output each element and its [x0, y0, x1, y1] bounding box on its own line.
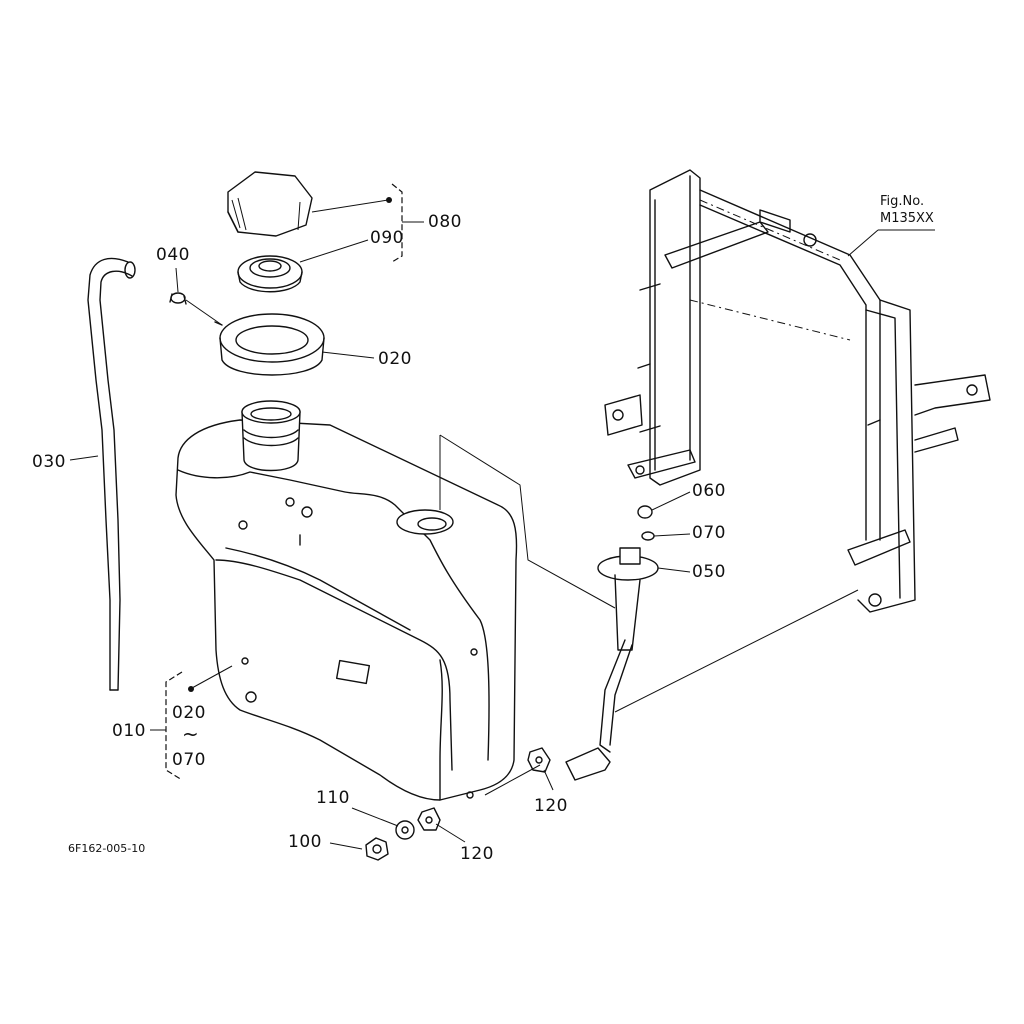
- gasket-090: [237, 255, 303, 293]
- drawing-id: 6F162-005-10: [68, 842, 146, 855]
- label-part-100: 100: [288, 832, 322, 852]
- cap-080: [227, 171, 313, 237]
- label-part-110: 110: [316, 788, 350, 808]
- label-part-070: 070: [692, 523, 726, 543]
- label-part-090: 090: [370, 228, 404, 248]
- sender-unit-050: [565, 505, 659, 781]
- frame-assembly: [604, 169, 991, 613]
- label-range-end-070: 070: [172, 750, 206, 770]
- label-part-030: 030: [32, 452, 66, 472]
- leader-lines: [69, 183, 935, 850]
- mounting-hardware: [365, 747, 551, 861]
- fuel-tank: [175, 400, 518, 801]
- hose-030: [87, 257, 136, 691]
- label-part-050: 050: [692, 562, 726, 582]
- label-part-120-right: 120: [534, 796, 568, 816]
- label-part-040: 040: [156, 245, 190, 265]
- label-part-060: 060: [692, 481, 726, 501]
- label-range-tilde: ~: [182, 722, 200, 746]
- label-part-020: 020: [378, 349, 412, 369]
- fig-ref-title: Fig.No.: [880, 194, 925, 209]
- fig-ref-number: M135XX: [880, 211, 934, 226]
- label-part-010: 010: [112, 721, 146, 741]
- label-part-080: 080: [428, 212, 462, 232]
- ring-020: [214, 313, 325, 376]
- label-range-start-020: 020: [172, 703, 206, 723]
- label-part-120-bottom: 120: [460, 844, 494, 864]
- clamp-040: [169, 292, 187, 305]
